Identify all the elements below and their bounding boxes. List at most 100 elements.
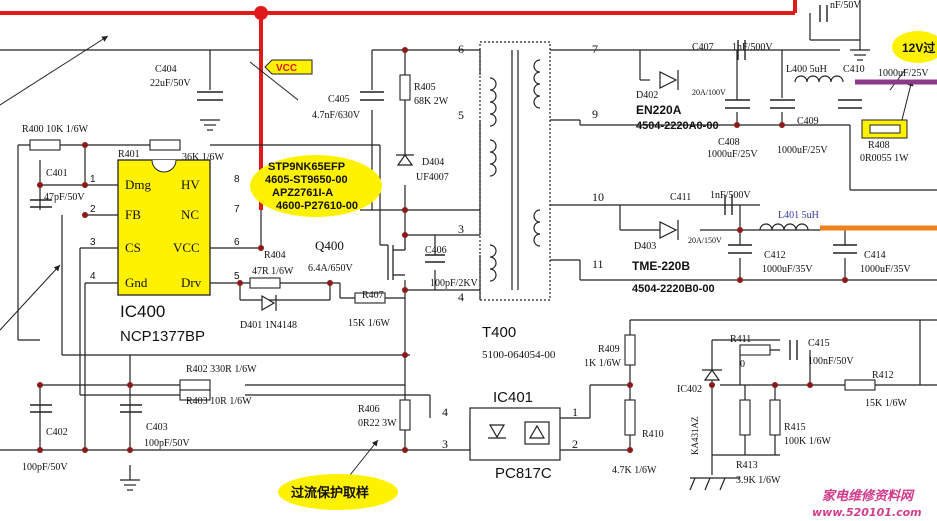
svg-text:C407: C407 bbox=[692, 42, 714, 53]
t400-transformer bbox=[479, 41, 551, 301]
svg-text:22uF/50V: 22uF/50V bbox=[150, 78, 191, 89]
ic400-pin8-number: 8 bbox=[234, 174, 240, 185]
svg-text:KA431AZ: KA431AZ bbox=[690, 417, 700, 456]
svg-text:R408: R408 bbox=[868, 140, 890, 151]
svg-text:20A/100V: 20A/100V bbox=[692, 88, 726, 97]
svg-text:15K 1/6W: 15K 1/6W bbox=[348, 318, 391, 329]
svg-text:100pF/2KV: 100pF/2KV bbox=[430, 278, 479, 289]
ic400-pin2-number: 2 bbox=[90, 204, 96, 215]
svg-text:PC817C: PC817C bbox=[495, 465, 552, 482]
svg-text:R407: R407 bbox=[362, 290, 384, 301]
svg-text:L401 5uH: L401 5uH bbox=[778, 210, 819, 221]
transformer-labels: 6 5 3 4 7 9 10 11 T400 5100-064054-00 IC… bbox=[442, 42, 604, 482]
vcc-tag: VCC bbox=[264, 59, 313, 75]
svg-text:1nF/500V: 1nF/500V bbox=[732, 42, 773, 53]
ic400-pin3-number: 3 bbox=[90, 237, 96, 248]
svg-text:C414: C414 bbox=[864, 250, 886, 261]
ic400-chip: Dmg FB CS Gnd HV NC VCC Drv 1 2 3 4 8 7 … bbox=[90, 159, 240, 296]
ic401-optocoupler bbox=[469, 407, 561, 461]
ic400-pin-hv: HV bbox=[181, 177, 200, 192]
svg-text:36K 1/6W: 36K 1/6W bbox=[182, 152, 225, 163]
svg-text:C410: C410 bbox=[843, 64, 865, 75]
ic400-pin-vcc: VCC bbox=[173, 240, 200, 255]
resistors bbox=[29, 74, 876, 436]
r408-body bbox=[869, 124, 901, 134]
inductors bbox=[759, 75, 844, 231]
svg-text:1nF/500V: 1nF/500V bbox=[710, 190, 751, 201]
vcc-bus-junction bbox=[254, 6, 268, 20]
svg-text:APZ2761I-A: APZ2761I-A bbox=[272, 187, 333, 199]
diodes bbox=[261, 70, 722, 381]
svg-text:EN220A: EN220A bbox=[636, 103, 682, 117]
svg-text:R404: R404 bbox=[264, 250, 286, 261]
current-sense-callout: 过流保护取样 bbox=[278, 474, 398, 510]
ic400-pin-dmg: Dmg bbox=[125, 177, 152, 192]
svg-text:IC402: IC402 bbox=[677, 384, 702, 395]
svg-text:4600-P27610-00: 4600-P27610-00 bbox=[276, 200, 358, 212]
svg-text:4: 4 bbox=[458, 290, 464, 304]
svg-text:4.7nF/630V: 4.7nF/630V bbox=[312, 110, 361, 121]
12v-callout: 12V过 bbox=[892, 31, 937, 63]
annotation-arrows bbox=[0, 35, 914, 476]
svg-text:D403: D403 bbox=[634, 241, 656, 252]
svg-text:1000uF/25V: 1000uF/25V bbox=[878, 68, 929, 79]
svg-text:100nF/50V: 100nF/50V bbox=[808, 356, 854, 367]
svg-text:68K 2W: 68K 2W bbox=[414, 96, 449, 107]
svg-text:0R0055 1W: 0R0055 1W bbox=[860, 153, 909, 164]
watermark: 家电维修资料网 www.520101.com bbox=[812, 488, 922, 519]
ic400-pin-cs: CS bbox=[125, 240, 141, 255]
svg-text:0: 0 bbox=[740, 359, 745, 370]
svg-text:R410: R410 bbox=[642, 429, 664, 440]
svg-text:100pF/50V: 100pF/50V bbox=[22, 462, 68, 473]
svg-text:L400 5uH: L400 5uH bbox=[786, 64, 827, 75]
svg-text:20A/150V: 20A/150V bbox=[688, 236, 722, 245]
mosfet-callout: STP9NK65EFP 4605-ST9650-00 APZ2761I-A 46… bbox=[250, 155, 382, 217]
svg-text:9: 9 bbox=[592, 107, 598, 121]
svg-text:7: 7 bbox=[592, 42, 598, 56]
svg-text:R403 10R 1/6W: R403 10R 1/6W bbox=[186, 396, 252, 407]
svg-text:47R 1/6W: 47R 1/6W bbox=[252, 266, 294, 277]
svg-text:1K 1/6W: 1K 1/6W bbox=[584, 358, 622, 369]
svg-text:D401 1N4148: D401 1N4148 bbox=[240, 320, 297, 331]
svg-text:D402: D402 bbox=[636, 90, 658, 101]
svg-text:15K 1/6W: 15K 1/6W bbox=[865, 398, 908, 409]
ic400-pin6-number: 6 bbox=[234, 237, 240, 248]
svg-text:TME-220B: TME-220B bbox=[632, 259, 690, 273]
svg-text:STP9NK65EFP: STP9NK65EFP bbox=[268, 161, 345, 173]
svg-text:R406: R406 bbox=[358, 404, 380, 415]
svg-text:C401: C401 bbox=[46, 168, 68, 179]
svg-text:C406: C406 bbox=[425, 245, 447, 256]
svg-text:100K 1/6W: 100K 1/6W bbox=[784, 436, 832, 447]
svg-text:R413: R413 bbox=[736, 460, 758, 471]
ground-symbols bbox=[120, 49, 870, 491]
svg-text:4: 4 bbox=[442, 405, 448, 419]
svg-text:C408: C408 bbox=[718, 137, 740, 148]
svg-text:1: 1 bbox=[572, 405, 578, 419]
svg-text:家电维修资料网: 家电维修资料网 bbox=[822, 488, 915, 504]
svg-text:R405: R405 bbox=[414, 82, 436, 93]
svg-text:nF/50V: nF/50V bbox=[830, 0, 861, 11]
ic400-pin-drv: Drv bbox=[181, 275, 202, 290]
svg-text:6.4A/650V: 6.4A/650V bbox=[308, 263, 354, 274]
svg-text:C405: C405 bbox=[328, 94, 350, 105]
junction-dots bbox=[37, 47, 848, 453]
svg-text:1000uF/35V: 1000uF/35V bbox=[762, 264, 813, 275]
svg-text:R409: R409 bbox=[598, 344, 620, 355]
svg-text:IC401: IC401 bbox=[493, 389, 533, 406]
svg-text:10: 10 bbox=[592, 190, 604, 204]
svg-text:3: 3 bbox=[442, 437, 448, 451]
svg-text:C412: C412 bbox=[764, 250, 786, 261]
svg-text:R401: R401 bbox=[118, 149, 140, 160]
svg-text:4504-2220A0-00: 4504-2220A0-00 bbox=[636, 120, 719, 132]
ic400-pin-gnd: Gnd bbox=[125, 275, 148, 290]
svg-text:1000uF/25V: 1000uF/25V bbox=[777, 145, 828, 156]
svg-text:5100-064054-00: 5100-064054-00 bbox=[482, 349, 556, 361]
ic400-name: IC400 bbox=[120, 302, 165, 321]
svg-text:VCC: VCC bbox=[276, 63, 297, 74]
svg-text:6: 6 bbox=[458, 42, 464, 56]
svg-text:1000uF/35V: 1000uF/35V bbox=[860, 264, 911, 275]
svg-text:C403: C403 bbox=[146, 422, 168, 433]
svg-text:3: 3 bbox=[458, 222, 464, 236]
svg-text:过流保护取样: 过流保护取样 bbox=[291, 485, 369, 500]
